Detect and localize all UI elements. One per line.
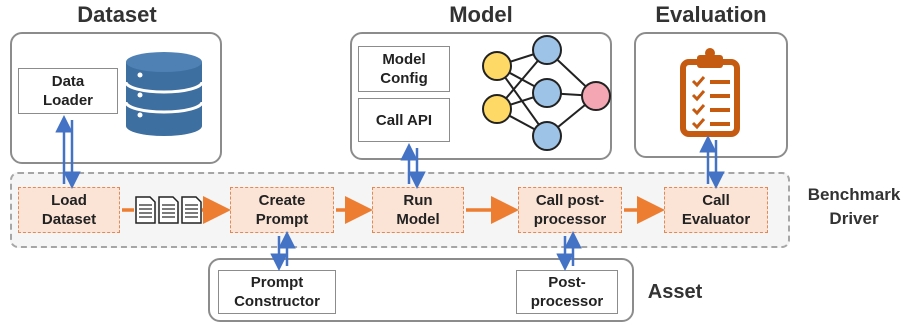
asset-label: Asset [647, 281, 703, 303]
data-loader-box: Data Loader [18, 68, 118, 114]
dataset-title: Dataset [77, 2, 157, 27]
model-config-box: Model Config [358, 46, 450, 92]
call-post-processor-step: Call post- processor [518, 187, 622, 233]
benchmark-driver-label: Benchmark Driver [807, 185, 901, 228]
post-processor-box: Post- processor [516, 270, 618, 314]
create-prompt-step: Create Prompt [230, 187, 334, 233]
call-api-box: Call API [358, 98, 450, 142]
evaluation-title: Evaluation [655, 2, 767, 27]
model-title: Model [449, 2, 513, 27]
call-evaluator-step: Call Evaluator [664, 187, 768, 233]
